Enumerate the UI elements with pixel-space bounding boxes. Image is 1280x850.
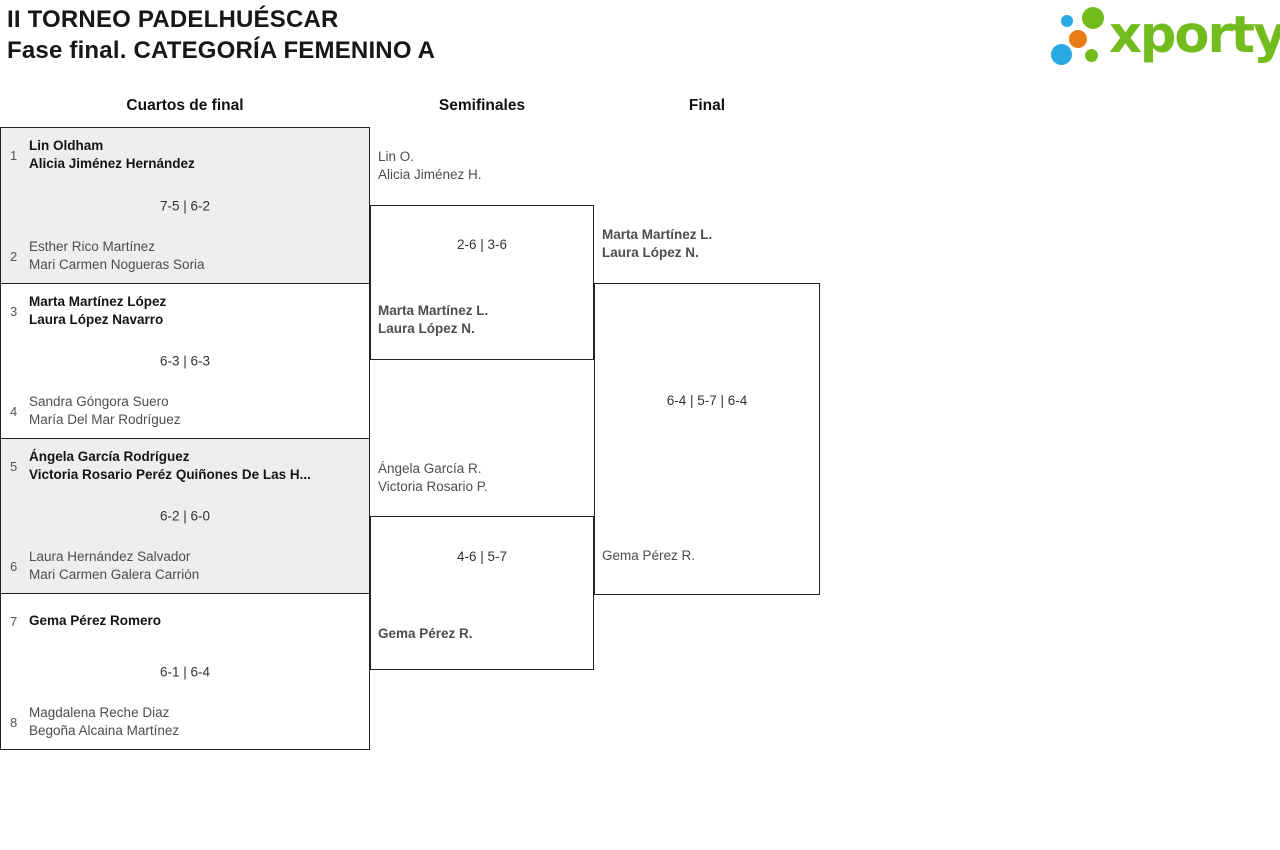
match-score: 7-5 | 6-2: [159, 198, 211, 213]
seed-number: 2: [10, 248, 18, 264]
team-names: Lin Oldham Alicia Jiménez Hernández: [29, 138, 195, 171]
page-title: II TORNEO PADELHUÉSCAR Fase final. CATEG…: [7, 4, 435, 66]
seed-number: 8: [10, 714, 18, 730]
team-names: Magdalena Reche Diaz Begoña Alcaina Mart…: [29, 705, 180, 738]
phase-category: Fase final. CATEGORÍA FEMENINO A: [7, 37, 436, 64]
seed-number: 3: [10, 303, 18, 319]
seed-number: 1: [10, 147, 18, 163]
match-quarterfinal-1: 1 Lin Oldham Alicia Jiménez Hernández 7-…: [0, 127, 370, 284]
round-header-semifinales: Semifinales: [438, 97, 526, 114]
tournament-name: II TORNEO PADELHUÉSCAR: [7, 6, 339, 33]
logo-dot-icon: [1069, 30, 1087, 48]
match-quarterfinal-3: 5 Ángela García Rodríguez Victoria Rosar…: [0, 438, 370, 594]
logo-dot-icon: [1085, 49, 1098, 62]
team-names: Gema Pérez R.: [378, 626, 473, 641]
team-names: Laura Hernández Salvador Mari Carmen Gal…: [29, 549, 200, 582]
team-names: Sandra Góngora Suero María Del Mar Rodrí…: [29, 394, 181, 427]
logo-dot-icon: [1082, 7, 1104, 29]
seed-number: 5: [10, 458, 18, 474]
team-names: Ángela García Rodríguez Victoria Rosario…: [29, 449, 311, 482]
logo-dot-icon: [1061, 15, 1073, 27]
match-score: 6-3 | 6-3: [159, 353, 211, 369]
connector-rect-semifinal-2: [370, 516, 594, 670]
match-score: 4-6 | 5-7: [456, 549, 508, 564]
team-names: Marta Martínez L. Laura López N.: [378, 303, 489, 336]
team-names: Esther Rico Martínez Mari Carmen Noguera…: [29, 239, 205, 272]
match-quarterfinal-2: 3 Marta Martínez López Laura López Navar…: [0, 283, 370, 439]
team-names: Gema Pérez R.: [602, 548, 696, 563]
xporty-wordmark: xporty: [1109, 6, 1280, 65]
xporty-logo[interactable]: xporty: [1048, 4, 1280, 76]
logo-dot-icon: [1051, 44, 1072, 65]
seed-number: 4: [10, 403, 18, 419]
team-names: Lin O. Alicia Jiménez H.: [378, 149, 482, 182]
team-names: Ángela García R. Victoria Rosario P.: [378, 461, 488, 494]
match-score: 2-6 | 3-6: [456, 237, 508, 252]
match-score: 6-2 | 6-0: [159, 508, 211, 524]
match-quarterfinal-4: 7 Gema Pérez Romero 6-1 | 6-4 8 Magdalen…: [0, 593, 370, 750]
connector-rect-final: [594, 283, 820, 595]
team-names: Marta Martínez López Laura López Navarro: [29, 294, 167, 327]
seed-number: 7: [10, 613, 18, 629]
team-names: Marta Martínez L. Laura López N.: [602, 227, 713, 260]
match-score: 6-4 | 5-7 | 6-4: [666, 393, 748, 408]
team-names: Gema Pérez Romero: [29, 613, 162, 628]
round-header-final: Final: [688, 97, 726, 114]
round-header-cuartos: Cuartos de final: [126, 97, 244, 114]
match-score: 6-1 | 6-4: [159, 664, 211, 679]
connector-rect-semifinal-1: [370, 205, 594, 360]
seed-number: 6: [10, 558, 18, 574]
